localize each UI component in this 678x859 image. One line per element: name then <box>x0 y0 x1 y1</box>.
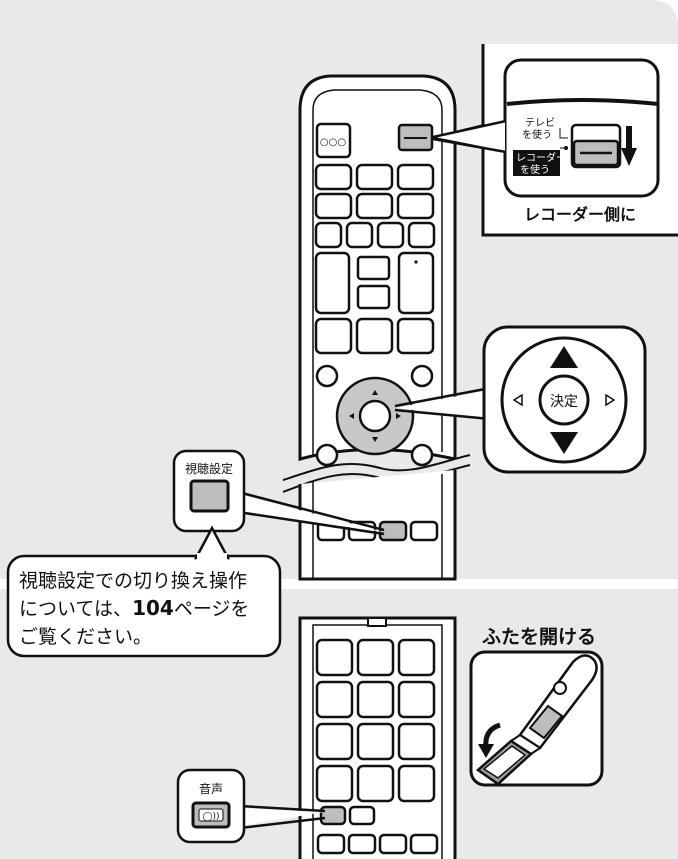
remote-key[interactable] <box>314 163 353 191</box>
remote-key[interactable] <box>396 192 435 220</box>
number-key[interactable] <box>356 680 395 719</box>
note-bubble: 視聴設定での切り換え操作 については、104ページを ご覧ください。 <box>6 525 282 658</box>
round-key[interactable] <box>315 364 339 388</box>
dots-button[interactable] <box>315 122 352 159</box>
remote-key[interactable] <box>314 317 353 355</box>
audio-callout: 音声 ◯)) <box>176 768 326 844</box>
cover-callout: ふたを開ける <box>469 626 604 787</box>
open-cover-illustration <box>475 654 598 786</box>
dpad-left-arrow-icon[interactable] <box>512 393 523 407</box>
view-settings-label: 視聴設定 <box>185 461 233 476</box>
open-cover-title: ふたを開ける <box>482 626 596 648</box>
recorder-label-line2: を使う <box>520 163 550 176</box>
remote-key[interactable] <box>314 192 353 220</box>
dpad-callout: 決定 <box>394 325 647 474</box>
view-settings-key[interactable] <box>378 520 408 542</box>
number-key[interactable] <box>315 764 354 803</box>
number-key[interactable] <box>315 680 354 719</box>
down-arrow-icon <box>626 126 632 150</box>
number-key[interactable] <box>356 764 395 803</box>
audio-label: 音声 <box>199 781 223 796</box>
round-key[interactable] <box>315 443 339 467</box>
number-key[interactable] <box>315 722 354 761</box>
remote-key[interactable] <box>376 221 405 249</box>
view-settings-callout: 視聴設定 <box>172 449 385 536</box>
round-key[interactable] <box>410 364 434 388</box>
remote-key[interactable] <box>396 317 435 355</box>
remote-key[interactable] <box>348 805 376 826</box>
remote-key[interactable] <box>409 833 439 855</box>
remote-key[interactable] <box>345 221 374 249</box>
enter-button[interactable] <box>538 374 590 426</box>
remote-control-lower <box>298 616 457 859</box>
dpad-up-arrow-icon[interactable] <box>550 346 578 368</box>
remote-key[interactable] <box>316 833 346 855</box>
audio-sound-icon: ◯)) <box>202 812 219 822</box>
remote-key[interactable] <box>378 833 408 855</box>
dpad-down-arrow-icon[interactable] <box>550 432 578 454</box>
remote-key[interactable] <box>409 520 439 542</box>
remote-key[interactable] <box>314 221 343 249</box>
note-line-1: 視聴設定での切り換え操作 <box>19 570 247 592</box>
remote-key[interactable] <box>355 317 394 355</box>
number-key[interactable] <box>397 638 436 677</box>
remote-key[interactable] <box>355 163 394 191</box>
remote-key[interactable] <box>407 221 436 249</box>
dpad-right-arrow-icon[interactable] <box>605 393 616 407</box>
rocker-key-left[interactable] <box>314 251 351 315</box>
switch-callout: テレビ を使う レコーダー を使う レコーダー側に <box>431 44 678 237</box>
remote-key[interactable] <box>396 163 435 191</box>
remote-key[interactable] <box>356 255 391 281</box>
round-key[interactable] <box>410 443 434 467</box>
recorder-label-line1: レコーダー <box>516 151 566 164</box>
number-key[interactable] <box>356 722 395 761</box>
rocker-key-right[interactable] <box>397 251 435 315</box>
note-line-2: については、104ページを <box>19 596 249 620</box>
view-settings-button[interactable] <box>189 479 230 513</box>
dots-icon: ○○○ <box>320 137 346 148</box>
dpad-enter-button[interactable] <box>358 399 392 433</box>
number-key[interactable] <box>356 638 395 677</box>
number-key[interactable] <box>315 638 354 677</box>
number-key[interactable] <box>397 764 436 803</box>
tv-label-line2: を使う <box>522 128 552 141</box>
switch-caption: レコーダー側に <box>524 205 636 224</box>
audio-key[interactable] <box>319 805 347 826</box>
number-key[interactable] <box>397 680 436 719</box>
remote-key[interactable] <box>355 192 394 220</box>
recorder-label-box <box>513 150 560 176</box>
remote-key[interactable] <box>347 833 377 855</box>
number-key[interactable] <box>397 722 436 761</box>
remote-control-upper: ○○○ <box>298 74 457 467</box>
enter-button-label: 決定 <box>550 394 578 410</box>
remote-key[interactable] <box>356 284 391 310</box>
tv-label-line1: テレビ <box>525 117 555 129</box>
note-line-3: ご覧ください。 <box>19 626 152 648</box>
remote-control-upper-bottom <box>298 470 457 581</box>
